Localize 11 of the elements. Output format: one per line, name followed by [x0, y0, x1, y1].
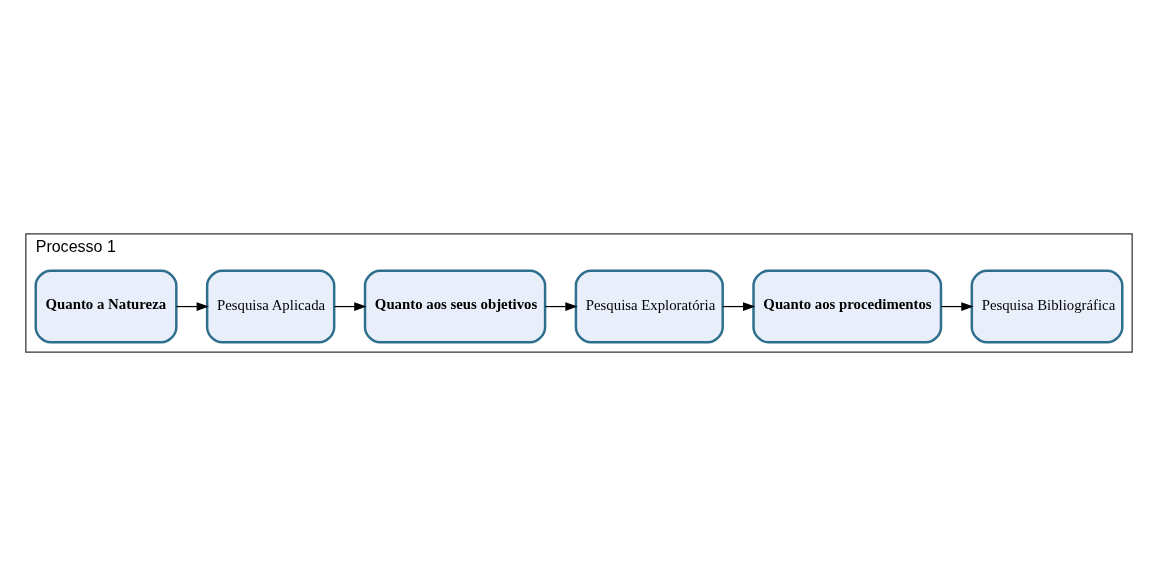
- arrow: [333, 301, 367, 311]
- arrow: [940, 301, 974, 311]
- arrow: [544, 301, 578, 311]
- node-box: Quanto aos seus objetivos: [363, 269, 547, 344]
- node-box: Pesquisa Exploratória: [574, 269, 724, 344]
- arrow: [722, 301, 756, 311]
- node-box: Quanto a Natureza: [34, 269, 178, 344]
- node-box: Quanto aos procedimentos: [752, 269, 943, 344]
- node-box: Pesquisa Aplicada: [205, 269, 336, 344]
- arrow: [175, 301, 209, 311]
- node-box: Pesquisa Bibliográfica: [970, 269, 1124, 344]
